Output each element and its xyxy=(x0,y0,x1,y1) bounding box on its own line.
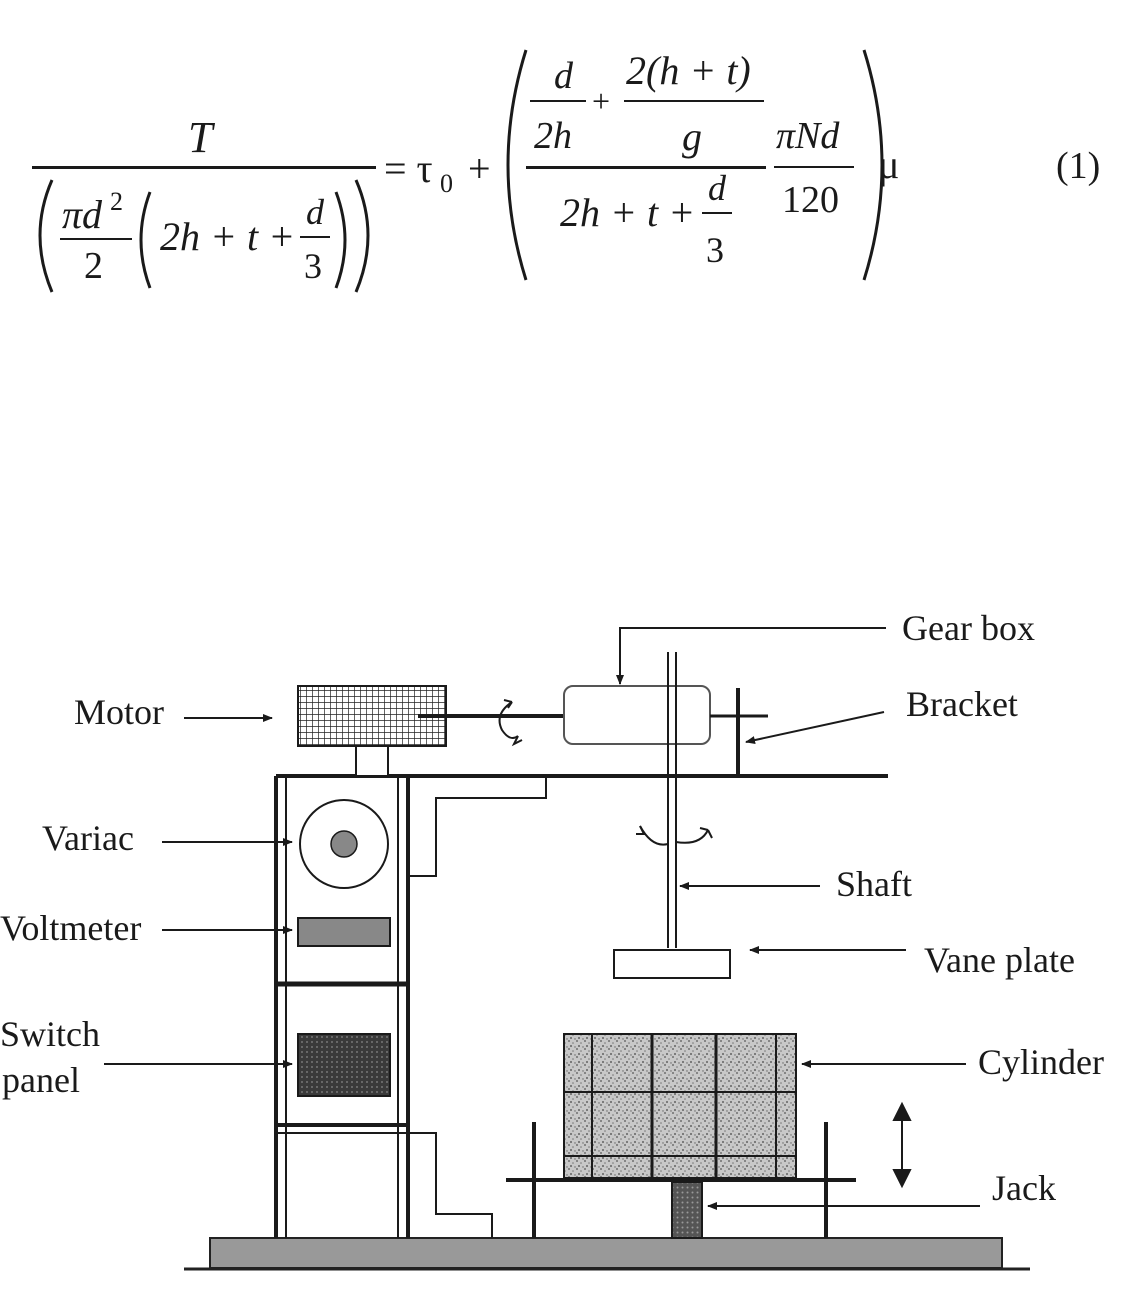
lhs-fraction-bar xyxy=(32,166,376,169)
leader-bracket xyxy=(745,711,885,744)
lhs-pi-d-sup: 2 xyxy=(110,187,123,216)
mu: μ xyxy=(878,142,899,187)
rhs-d: d xyxy=(554,55,574,97)
rhs-d-frac-bar xyxy=(530,100,586,102)
lhs-numerator: T xyxy=(188,113,216,162)
label-panel: panel xyxy=(2,1060,80,1100)
equation-number: (1) xyxy=(1056,145,1100,187)
cylinder xyxy=(563,1033,797,1179)
equation: T πd 2 2 2h + t + d 3 = τ 0 + d 2h + 2(h… xyxy=(32,48,1100,293)
rhs-g: g xyxy=(682,114,702,159)
lhs-pi-d: πd xyxy=(62,192,103,237)
lhs-inner-expr: 2h + t + xyxy=(160,214,295,259)
rhs-2h: 2h xyxy=(534,115,572,157)
rhs-den-d: d xyxy=(708,168,727,208)
rhs-2ht: 2(h + t) xyxy=(626,48,751,93)
rhs-main-frac-bar xyxy=(526,166,766,169)
rhs-den-frac-bar xyxy=(702,212,732,214)
label-bracket: Bracket xyxy=(906,684,1018,724)
lhs-open-paren xyxy=(38,179,54,293)
rhs-inner-plus: + xyxy=(592,83,610,119)
rhs-2ht-frac-bar xyxy=(624,100,764,102)
up-down-arrow xyxy=(892,1101,912,1189)
rhs-open-paren xyxy=(506,49,528,281)
rhs-120: 120 xyxy=(782,179,839,221)
label-variac: Variac xyxy=(42,818,134,858)
lhs-inner-d: d xyxy=(306,192,325,232)
voltmeter xyxy=(297,917,391,947)
rhs-pind: πNd xyxy=(776,115,840,157)
tau-subscript: 0 xyxy=(440,169,453,198)
rhs-den-three: 3 xyxy=(706,230,724,270)
rotation-arrow-vertical xyxy=(636,825,713,846)
vane-plate xyxy=(613,949,731,979)
label-shaft: Shaft xyxy=(836,864,912,904)
lhs-pi-two: 2 xyxy=(84,245,103,287)
label-gear-box: Gear box xyxy=(902,608,1035,648)
lhs-inner-close-paren xyxy=(334,191,347,289)
leader-lines xyxy=(104,627,980,1210)
motor-mount xyxy=(355,745,389,777)
switch-panel xyxy=(297,1033,391,1097)
lhs-pi-frac-bar xyxy=(60,238,132,240)
label-voltmeter: Voltmeter xyxy=(0,908,141,948)
plus-sign: + xyxy=(468,146,491,191)
lhs-inner-open-paren xyxy=(139,191,152,289)
equals-tau: = τ xyxy=(384,146,433,191)
label-motor: Motor xyxy=(74,692,164,732)
lhs-inner-frac-bar xyxy=(300,236,330,238)
lhs-inner-three: 3 xyxy=(304,246,322,286)
label-jack: Jack xyxy=(992,1168,1056,1208)
lhs-close-paren xyxy=(354,179,370,293)
label-cylinder: Cylinder xyxy=(978,1042,1104,1082)
base-plate xyxy=(209,1237,1003,1269)
rotation-arrow-horizontal xyxy=(498,699,523,747)
label-vane-plate: Vane plate xyxy=(924,940,1075,980)
gear-box xyxy=(563,685,711,745)
jack xyxy=(671,1181,703,1239)
rhs-pind-frac-bar xyxy=(774,166,854,168)
label-switch: Switch xyxy=(0,1014,100,1054)
apparatus-diagram: Gear box Motor Bracket Variac Shaft Volt… xyxy=(0,608,1104,1271)
rhs-den-expr: 2h + t + xyxy=(560,190,695,235)
rhs-close-paren xyxy=(862,49,884,281)
leader-gear-box xyxy=(616,627,886,685)
variac-knob xyxy=(330,830,358,858)
